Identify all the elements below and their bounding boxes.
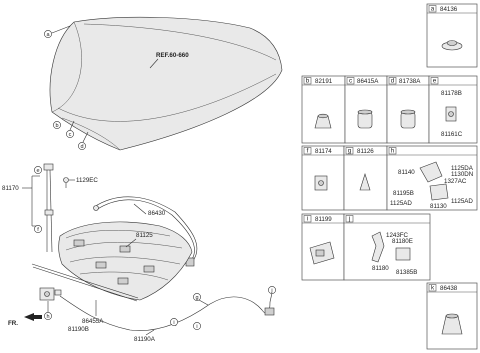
cell-c-86415A: c 86415A [344,75,388,144]
svg-text:c: c [69,132,72,138]
cell-i-81199: i 81199 [301,213,345,281]
svg-text:i: i [196,324,197,330]
callout-e-cable: e [34,166,42,174]
label-81170: 81170 [2,175,40,227]
support-strip [31,263,139,302]
ref-label: REF.60-660 [149,52,189,69]
svg-text:j: j [348,216,350,223]
label-81125: 81125 [125,232,153,248]
cell-a-84136: a 84136 [426,3,478,68]
svg-text:86438: 86438 [440,285,458,292]
svg-text:81195B: 81195B [393,190,414,197]
svg-text:81126: 81126 [357,148,374,155]
svg-text:h: h [391,148,395,155]
svg-text:86455A: 86455A [82,318,104,325]
callout-g-cable: g [193,293,209,306]
svg-text:d: d [391,78,395,85]
svg-text:81190B: 81190B [68,326,89,333]
svg-text:a: a [431,6,435,13]
callout-f-cable: f [34,225,42,233]
svg-text:1130DN: 1130DN [451,171,473,178]
svg-text:84136: 84136 [440,6,458,13]
svg-text:81125: 81125 [136,232,153,239]
svg-text:81170: 81170 [2,185,19,192]
svg-text:i: i [307,216,308,223]
label-81190A: 81190A [134,329,156,343]
hood-panel [49,16,283,151]
svg-text:d: d [80,144,83,150]
svg-text:81130: 81130 [430,203,447,210]
callout-a-hood: a [44,25,71,38]
callout-h-cable: h [44,301,52,320]
svg-text:1327AC: 1327AC [444,178,467,185]
svg-text:b: b [306,78,310,85]
svg-text:86415A: 86415A [357,78,379,85]
cell-h: h 81140 1125DA 1130DN 1327AC 81195B 1125… [386,145,478,211]
svg-text:1125DA: 1125DA [451,165,474,172]
hood-latch [39,287,62,301]
svg-text:i: i [173,320,174,326]
release-cable [59,295,271,331]
cell-e: e 81178B 81161C [428,75,478,144]
cell-b-82191: b 82191 [301,75,346,144]
svg-text:c: c [349,78,352,85]
callout-b-hood: b [53,121,61,129]
svg-text:g: g [195,295,198,301]
svg-text:81738A: 81738A [399,78,421,85]
svg-text:REF.60-660: REF.60-660 [156,52,189,59]
cell-j: j 1243FC 81180E 81180 81385B [343,213,431,281]
cable-handle [264,307,275,316]
cell-g-81126: g 81126 [343,145,388,211]
cell-d-81738A: d 81738A [386,75,430,144]
callout-i-cable: i [170,317,178,327]
svg-text:1125AD: 1125AD [390,200,412,207]
svg-text:81140: 81140 [398,169,415,176]
label-81190B: 81190B [68,326,89,333]
svg-text:86430: 86430 [148,210,166,217]
svg-text:81190A: 81190A [134,336,156,343]
svg-text:81161C: 81161C [441,131,463,138]
svg-text:81180: 81180 [372,265,389,272]
svg-text:82191: 82191 [315,78,333,85]
callout-i-cable-2: i [193,322,201,330]
svg-text:f: f [307,148,309,155]
svg-text:g: g [348,148,352,155]
label-86430: 86430 [133,203,166,217]
hood-insulator-pad [58,221,193,301]
svg-text:b: b [55,123,58,129]
svg-text:k: k [431,285,435,292]
svg-text:h: h [46,314,49,320]
svg-text:1129EC: 1129EC [76,177,98,184]
front-direction-indicator: FR. [8,313,42,327]
svg-text:81199: 81199 [315,216,332,223]
svg-text:81180E: 81180E [392,238,413,245]
cell-f-81174: f 81174 [301,145,345,211]
hood-stay-rod [43,163,54,253]
svg-text:81385B: 81385B [396,269,417,276]
callout-j-cable: j [268,286,276,303]
callout-d-hood: d [78,131,89,150]
svg-text:1125AD: 1125AD [451,198,473,205]
svg-text:81174: 81174 [315,148,332,155]
label-86455A: 86455A [82,300,104,325]
svg-text:1243FC: 1243FC [386,232,409,239]
cell-k-86438: k 86438 [426,282,478,350]
hood-seal [93,196,198,267]
svg-text:j: j [270,288,272,294]
svg-text:81178B: 81178B [441,90,462,97]
svg-text:a: a [46,32,50,38]
svg-text:e: e [36,168,39,174]
svg-text:e: e [433,78,437,85]
label-1129EC: 1129EC [63,177,98,188]
svg-text:FR.: FR. [8,320,18,327]
callout-c-hood: c [66,120,75,138]
svg-text:f: f [37,227,39,233]
